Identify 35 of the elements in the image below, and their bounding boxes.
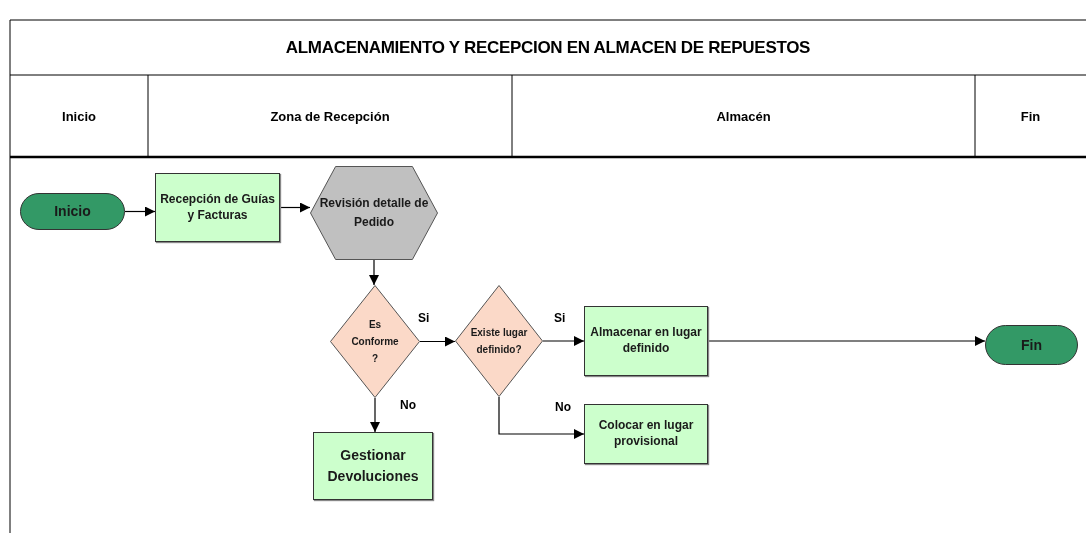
arrow	[707, 336, 986, 346]
arrow	[279, 202, 311, 213]
arrow	[369, 259, 379, 286]
node-label: Inicio	[53, 202, 92, 221]
lane-header: Zona de Recepción	[269, 107, 391, 126]
arrow	[419, 336, 456, 347]
node-label: Recepción de Guías y Facturas	[159, 191, 276, 224]
lane-header: Almacén	[715, 107, 772, 126]
process-box	[155, 173, 280, 242]
node-label: Es Conforme ?	[350, 318, 400, 366]
process-box	[584, 306, 708, 376]
process-box	[584, 404, 708, 464]
arrow	[498, 396, 585, 439]
process-box	[313, 432, 433, 500]
arrow	[542, 336, 585, 346]
lane-header: Fin	[1019, 107, 1042, 126]
node-label: Gestionar Devoluciones	[326, 446, 420, 486]
preparation-hexagon	[310, 166, 438, 260]
decision-diamond	[330, 285, 420, 398]
node-label: Almacenar en lugar definido	[589, 325, 703, 357]
diagram-title: ALMACENAMIENTO Y RECEPCION EN ALMACEN DE REPUESTOS	[284, 36, 812, 59]
edge-label: No	[400, 398, 416, 412]
terminal-pill	[985, 325, 1078, 365]
edge-label: Si	[554, 311, 566, 325]
arrow	[124, 206, 156, 217]
node-label: Existe lugar definido?	[469, 326, 529, 357]
edge-label: No	[555, 400, 571, 414]
lane-header: Inicio	[61, 107, 97, 126]
decision-diamond	[455, 285, 543, 397]
terminal-pill	[20, 193, 125, 230]
arrow	[370, 397, 380, 433]
edge-label: Si	[418, 311, 430, 325]
node-label: Revisión detalle de Pedido	[318, 194, 430, 231]
node-label: Colocar en lugar provisional	[597, 418, 695, 450]
node-label: Fin	[1020, 335, 1043, 355]
